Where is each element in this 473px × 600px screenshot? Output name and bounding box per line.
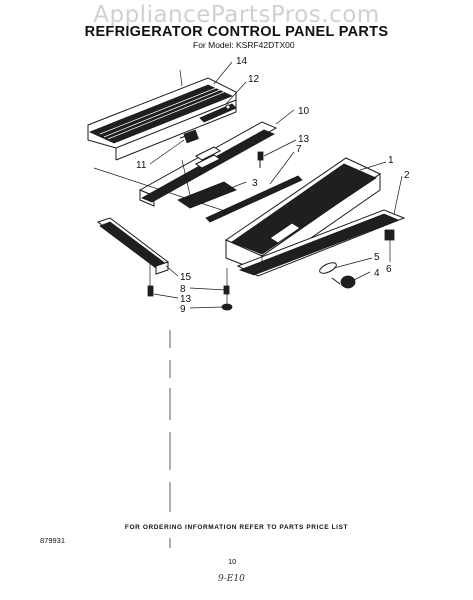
model-number: For Model: KSRF42DTX00 (193, 40, 295, 50)
ordering-info-note: FOR ORDERING INFORMATION REFER TO PARTS … (124, 524, 349, 531)
callout-6: 6 (386, 264, 392, 275)
callout-12: 12 (248, 74, 260, 85)
callout-3: 3 (252, 178, 258, 189)
callout-15: 15 (180, 272, 192, 283)
part-15-side-bracket (96, 217, 170, 275)
callout-13-upper: 13 (298, 134, 310, 145)
callout-9: 9 (180, 304, 186, 315)
part-6-cap (384, 229, 395, 241)
page-title: REFRIGERATOR CONTROL PANEL PARTS (84, 24, 389, 40)
callout-2: 2 (404, 170, 410, 181)
part-14-top-grille (87, 77, 237, 161)
leader-lines (93, 61, 403, 309)
part-3-label-plate (177, 181, 237, 209)
part-7-strip (205, 175, 303, 223)
part-13-screw-upper (257, 151, 264, 168)
part-9-nut (221, 303, 233, 311)
part-4-knob (331, 275, 356, 289)
part-5-knob-insert (319, 262, 337, 274)
watermark: AppliancePartsPros.com (93, 2, 380, 28)
part-2-front-panel (236, 209, 406, 277)
callout-8: 8 (180, 284, 186, 295)
callout-14: 14 (236, 56, 248, 67)
callout-11: 11 (136, 160, 147, 171)
callout-5: 5 (374, 252, 380, 263)
part-11-switch (179, 129, 199, 144)
part-10-control-channel (138, 121, 278, 207)
callout-10: 10 (298, 106, 310, 117)
handwritten-note: 9-E10 (218, 574, 245, 584)
document-code: 879931 (40, 536, 66, 545)
part-12-bracket (199, 103, 237, 123)
callout-13-lower: 13 (180, 294, 192, 305)
page-number: 10 (228, 557, 237, 566)
part-13-screw-lower (147, 285, 154, 297)
callout-1: 1 (388, 155, 394, 166)
callout-4: 4 (374, 268, 380, 279)
callout-7: 7 (296, 144, 302, 155)
